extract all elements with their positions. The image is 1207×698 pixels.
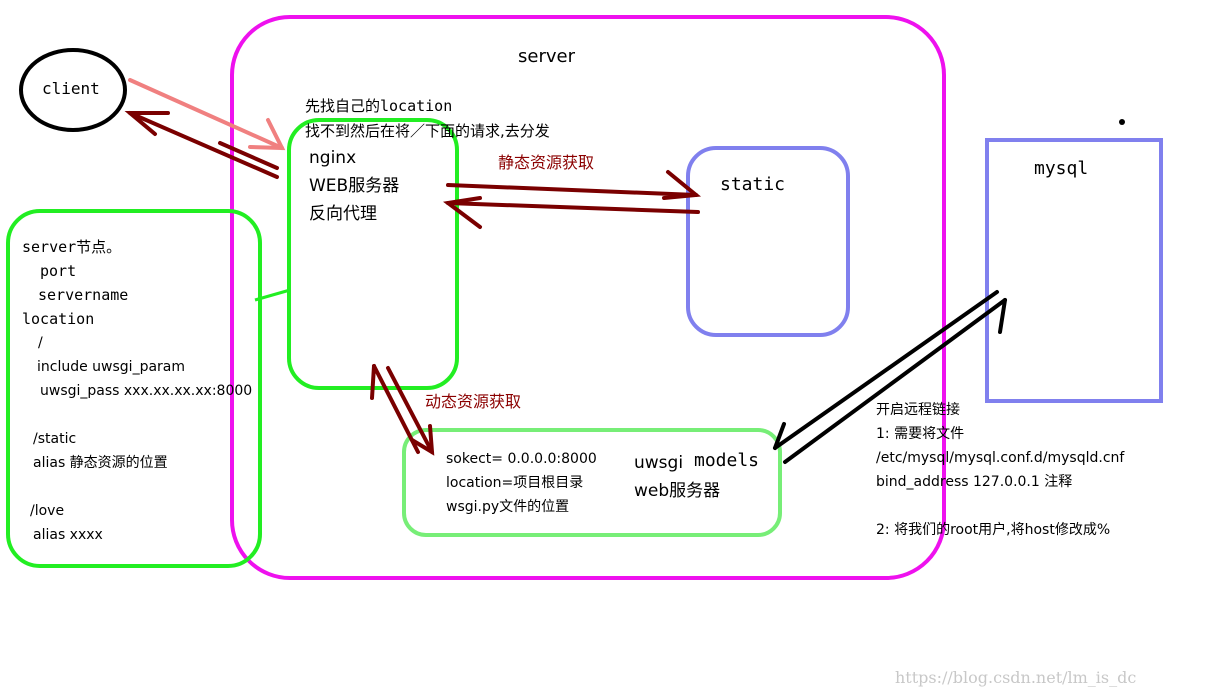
nginx-note-line2: 找不到然后在将／下面的请求,去分发 (305, 122, 550, 140)
nginx-label-line3: 反向代理 (309, 204, 377, 224)
static-fetch-label: 静态资源获取 (498, 153, 595, 172)
config-line: /static (33, 431, 77, 447)
config-line: server节点。 (22, 238, 122, 256)
static-box (686, 146, 850, 337)
remote-title: 开启远程链接 (876, 402, 960, 418)
nginx-label-line2: WEB服务器 (309, 176, 400, 196)
uwsgi-wsgi-line: wsgi.py文件的位置 (446, 499, 570, 515)
dot-mark (1119, 119, 1125, 125)
static-label: static (720, 174, 786, 195)
remote-config-path: /etc/mysql/mysql.conf.d/mysqld.cnf (876, 450, 1125, 466)
config-line: location (22, 310, 95, 328)
uwsgi-title: uwsgi (634, 453, 684, 473)
client-node (19, 48, 127, 132)
nginx-uwsgi-arrows (370, 364, 435, 456)
mysql-label: mysql (1034, 158, 1089, 179)
watermark: https://blog.csdn.net/lm_is_dc (895, 668, 1137, 687)
config-line: alias xxxx (33, 527, 103, 543)
remote-step2: 2: 将我们的root用户,将host修改成% (876, 522, 1111, 538)
server-title: server (518, 46, 575, 67)
remote-step1: 1: 需要将文件 (876, 426, 965, 442)
remote-bind-address: bind_address 127.0.0.1 注释 (876, 474, 1073, 490)
uwsgi-web-server-label: web服务器 (634, 481, 721, 501)
config-line: /love (30, 503, 65, 519)
server-container (230, 15, 946, 580)
config-line: uwsgi_pass xxx.xx.xx.xx:8000 (40, 383, 253, 399)
config-line: / (38, 335, 43, 351)
config-nginx-connector (254, 288, 291, 302)
config-line: port (40, 262, 77, 280)
nginx-to-client-arrow (124, 111, 279, 179)
dynamic-fetch-label: 动态资源获取 (425, 392, 522, 411)
nginx-note-line1: 先找自己的location (305, 97, 453, 115)
client-to-nginx-arrow (128, 78, 286, 151)
config-box (6, 209, 262, 568)
uwsgi-box (402, 428, 782, 537)
nginx-label-line1: nginx (309, 148, 357, 168)
mysql-box (985, 138, 1163, 403)
client-label: client (42, 79, 100, 98)
nginx-to-static-arrow (446, 170, 702, 200)
uwsgi-location-line: location=项目根目录 (446, 475, 584, 491)
static-to-nginx-arrow (443, 196, 700, 229)
config-line: include uwsgi_param (37, 359, 186, 375)
config-line: alias 静态资源的位置 (33, 455, 168, 471)
config-line: servername (38, 286, 129, 304)
uwsgi-models-label: models (694, 450, 760, 471)
uwsgi-mysql-arrows (773, 290, 1007, 464)
uwsgi-socket-line: sokect= 0.0.0.0:8000 (446, 451, 597, 467)
